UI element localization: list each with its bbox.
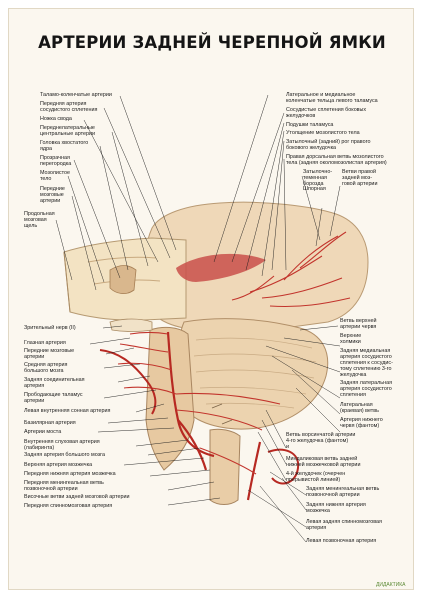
label-occipital-horn: Затылочный (задний) рог правого бокового…	[286, 139, 371, 152]
label-choroid-plexus: Сосудистые сплетения боковых желудочков	[286, 107, 367, 120]
vertebral-artery-loop	[267, 448, 300, 485]
occipital-arteries	[231, 231, 351, 308]
internal-carotid	[99, 349, 157, 415]
label-anterolateral-central-arteries: Переднелатеральные центральные артерии	[40, 125, 96, 138]
label-ophthalmic-artery: Глазная артерия	[24, 340, 66, 346]
label-left-posterior-spinal: Левая задняя спинномозговая артерия	[306, 519, 382, 532]
label-tonsillar-branch: Миндаликовая ветвь задней нижней мозжечк…	[286, 456, 361, 469]
label-fourth-ventricle: 4-й желудочек (очерчен прерывистой линие…	[286, 471, 346, 484]
label-splenium: Утолщение мозолистого тела	[286, 130, 360, 136]
label-parieto-occipital-sulcus: Затылочно- теменная борозда	[303, 169, 333, 188]
label-posterior-medial-choroidal: Задняя медиальная артерия сосудистого сп…	[340, 348, 393, 379]
label-thalamoperforating-arteries: Прободающие таламус артерии	[24, 392, 83, 405]
label-anterior-inferior-cerebellar-artery: Передняя нижняя артерия мозжечка	[24, 471, 116, 477]
optic-nerve	[109, 318, 153, 332]
poster-title: АРТЕРИИ ЗАДНЕЙ ЧЕРЕПНОЙ ЯМКИ	[38, 33, 386, 52]
label-posterior-lateral-choroidal: Задняя латеральная артерия сосудистого с…	[340, 380, 392, 399]
label-longitudinal-fissure: Продольная мозговая щель	[24, 211, 55, 230]
label-left-internal-carotid: Левая внутренняя сонная артерия	[24, 408, 111, 414]
label-middle-cerebral-artery: Средняя артерия большого мозга	[24, 362, 68, 375]
leader-lines-right	[213, 94, 341, 543]
basilar-artery	[166, 331, 262, 501]
label-anterior-meningeal-branch: Передняя менингеальная ветвь позвоночной…	[24, 480, 104, 493]
label-superior-vermian-branch: Ветвь верхней артерии червя	[340, 318, 377, 331]
label-pulvinar: Подушки таламуса	[286, 122, 334, 128]
label-superior-cerebellar-artery: Верхняя артерия мозжечка	[24, 462, 93, 468]
label-calcarine: Шпорная	[303, 186, 326, 192]
label-posterior-cerebral-artery: Задняя артерия большого мозга	[24, 452, 105, 458]
label-corpus-callosum: Мозолистое тело	[40, 170, 71, 183]
label-inferior-vermian-artery: Артерия нижнего червя (фантом)	[340, 417, 383, 430]
label-anterior-choroidal-artery: Передняя артерия сосудистого сплетения	[40, 101, 98, 114]
label-posterior-cerebral-branches: Ветви правой задней моз- говой артерии	[342, 169, 378, 188]
spinal-cord	[209, 428, 241, 505]
label-caudate-head: Головка хвостатого ядра	[40, 140, 89, 153]
label-marginal-branch: Латеральная (краевая) ветвь	[340, 402, 379, 415]
label-pontine-arteries: Артерии моста	[24, 429, 62, 435]
label-optic-nerve: Зрительный нерв (II)	[24, 325, 76, 331]
label-dorsal-callosal-branch: Правая дорсальная ветвь мозолистого тела…	[286, 154, 387, 167]
label-anterior-cerebral-arteries: Передние мозговые артерии	[24, 348, 75, 361]
label-septum-pellucidum: Прозрачная перегородка	[40, 155, 72, 168]
label-anterior-spinal-artery: Передняя спинномозговая артерия	[24, 503, 113, 509]
label-anterior-cerebral-arteries-top: Передние мозговые артерии	[40, 186, 65, 205]
lateral-ventricle	[109, 265, 137, 294]
label-posterior-inferior-cerebellar: Задняя нижняя артерия мозжечка	[306, 502, 366, 515]
publisher-logo: ДИДАКТИКА	[376, 582, 406, 588]
label-basilar-artery: Базилярная артерия	[24, 420, 76, 426]
leader-lines-left	[55, 95, 221, 506]
label-thalamogeniculate-arteries: Таламо-коленчатые артерии	[40, 92, 112, 98]
label-posterior-meningeal-branch: Задняя менингеальная ветвь позвоночной а…	[306, 486, 380, 499]
label-fornix-crus: Ножка свода	[40, 116, 72, 122]
label-superior-colliculi: Верхние холмики	[340, 333, 362, 346]
label-temporal-branches: Височные ветви задней мозговой артерии	[24, 494, 130, 500]
label-left-vertebral-artery: Левая позвоночная артерия	[306, 538, 377, 544]
label-labyrinthine-artery: Внутренняя слуховая артерия (лабиринта)	[24, 439, 100, 452]
label-fourth-ventricle-choroidal: Ветвь ворсинчатой артерии 4-го желудочка…	[286, 432, 356, 451]
label-posterior-communicating-artery: Задняя соединительная артерия	[24, 377, 85, 390]
choroid-plexus	[176, 253, 266, 282]
label-geniculate-bodies: Латеральное и медиальное коленчатые тель…	[286, 92, 378, 105]
